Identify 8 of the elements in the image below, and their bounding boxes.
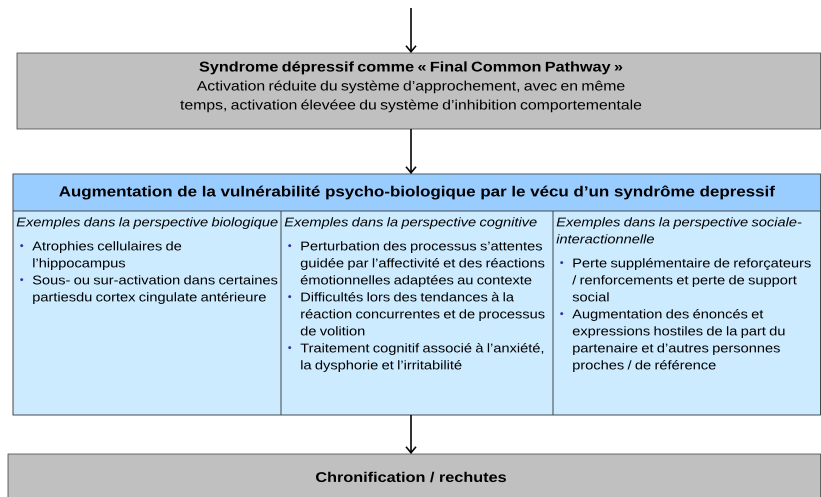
arrow <box>405 415 417 454</box>
arrow <box>405 129 417 174</box>
column-panel: Exemples dans la perspective cognitive Perturbation des processus s’attentes guidée par l’affectivité et des réactions émotionnelles adaptées au contexte Difficultés lors des tendances à la réaction concurrentes et de processus de volition Traitement cognitif associé à l’anxiété, la dysphorie et l’irritabilité <box>280 210 554 416</box>
process-box: Syndrome dépressif comme « Final Common Pathway » Activation réduite du système d’approchement, avec en même temps, activation élevéee du système d’inhibition comportementale <box>16 52 821 130</box>
column-panel: Exemples dans la perspective sociale-interactionnelle Perte supplémentaire de reforçateurs / renforcements et perte de support social Augmentation des énoncés et expressions hostiles de la part du partenaire et d’autres personnes proches / de référence <box>552 210 821 416</box>
column-panel: Exemples dans la perspective biologique Atrophies cellulaires de l’hippocampus Sous- ou sur-activation dans certaines partiesdu cortex cingulate antérieure <box>12 210 282 416</box>
process-box: Chronification / rechutes <box>8 454 821 497</box>
arrow <box>405 8 417 53</box>
